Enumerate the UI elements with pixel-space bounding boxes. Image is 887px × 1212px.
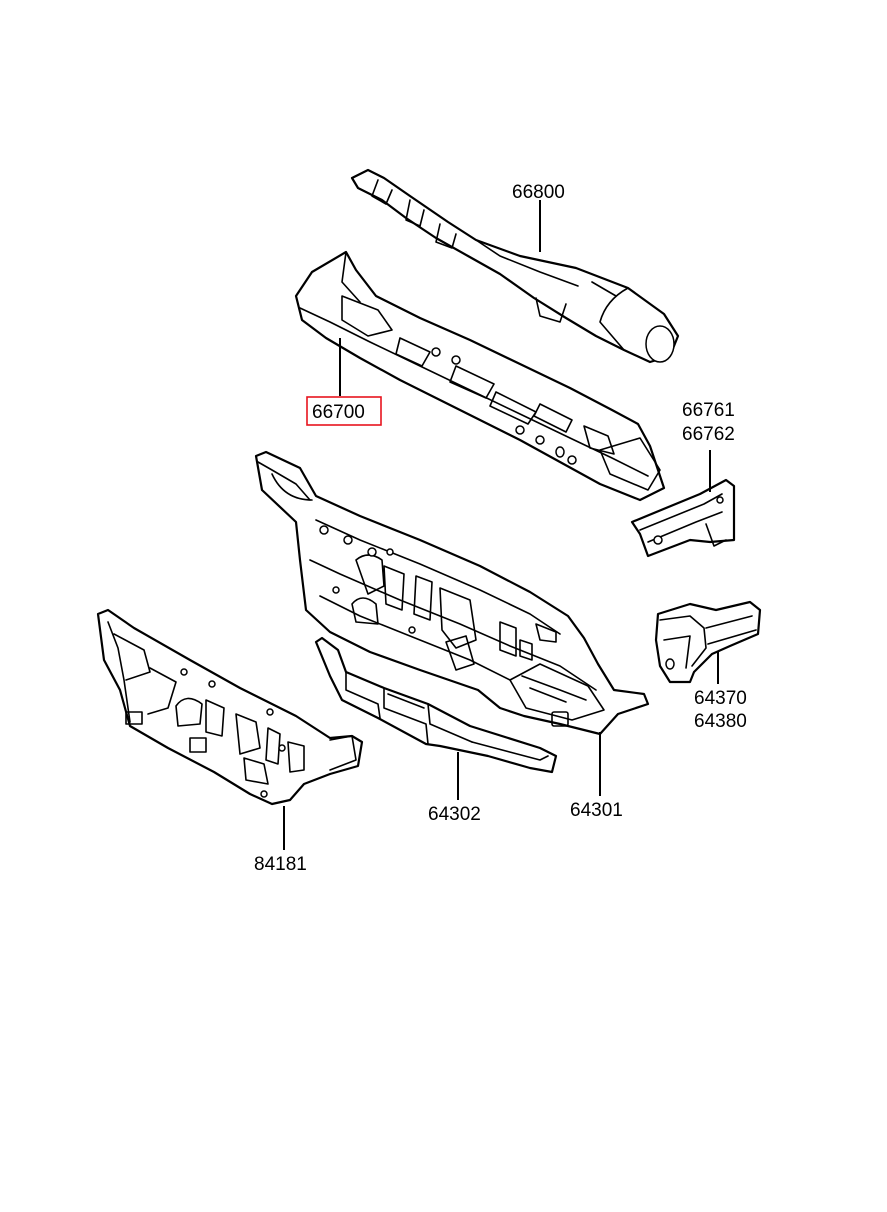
part-64301-dash-panel[interactable] xyxy=(254,450,650,736)
label-64301[interactable]: 64301 xyxy=(570,800,623,821)
part-64370-64380-side-bracket[interactable] xyxy=(654,600,762,684)
part-66761-66762-bracket[interactable] xyxy=(630,478,736,558)
label-84181[interactable]: 84181 xyxy=(254,854,307,875)
label-64380[interactable]: 64380 xyxy=(694,711,747,732)
label-66800[interactable]: 66800 xyxy=(512,182,565,203)
part-66800-cowl-upper[interactable] xyxy=(350,168,680,364)
label-66700[interactable]: 66700 xyxy=(312,402,365,423)
label-66762[interactable]: 66762 xyxy=(682,424,735,445)
part-66700-cowl-panel[interactable] xyxy=(294,250,666,502)
highlight-box-66700 xyxy=(306,396,382,426)
label-64370[interactable]: 64370 xyxy=(694,688,747,709)
label-66761[interactable]: 66761 xyxy=(682,400,735,421)
part-84181-insulator-pad[interactable] xyxy=(96,608,364,806)
label-64302[interactable]: 64302 xyxy=(428,804,481,825)
part-64302-cross-member[interactable] xyxy=(314,636,558,774)
